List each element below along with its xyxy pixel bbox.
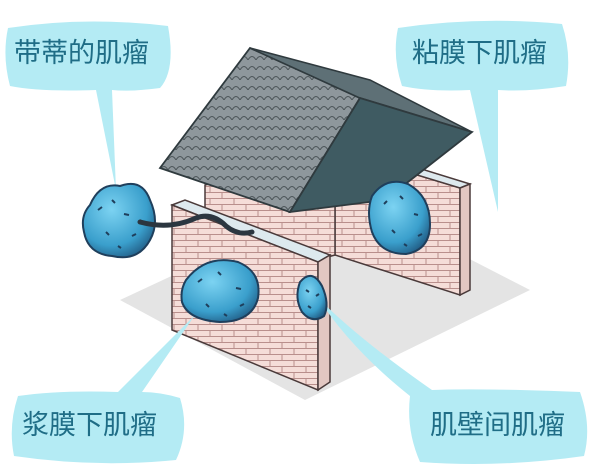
fibroid-submucosal — [368, 180, 432, 256]
label-subserosal-fibroid: 浆膜下肌瘤 — [22, 410, 157, 441]
roof — [158, 46, 474, 214]
fibroid-subserosal — [180, 259, 260, 324]
fibroid-pedunculated — [81, 182, 156, 259]
label-intramural-fibroid: 肌壁间肌瘤 — [430, 410, 565, 441]
stalk — [137, 213, 255, 236]
callout-bubbles — [5, 20, 588, 464]
label-submucosal-fibroid: 粘膜下肌瘤 — [412, 38, 547, 69]
label-pedunculated-fibroid: 带蒂的肌瘤 — [14, 38, 149, 69]
fibroid-intramural — [296, 275, 328, 321]
